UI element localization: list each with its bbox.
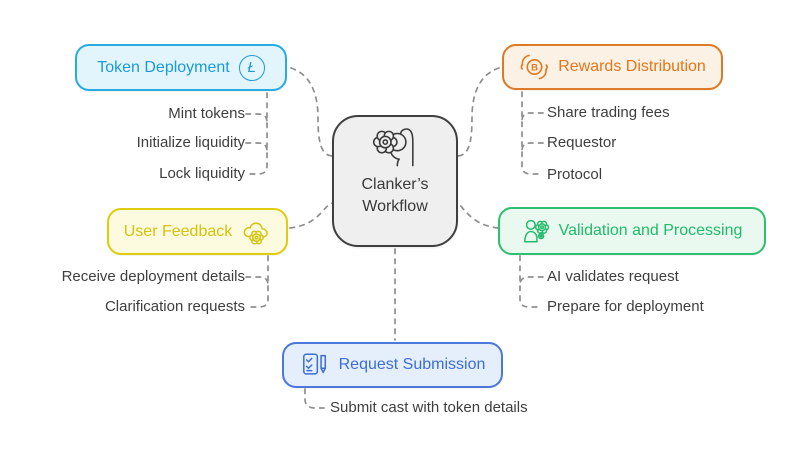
connector-rewards-to-center — [456, 67, 500, 157]
item-initialize-liquidity: Initialize liquidity — [136, 134, 245, 151]
connector-feedback-trunk — [250, 255, 269, 308]
node-token-deployment: Token Deployment Ł — [75, 44, 287, 91]
connector-validation-branch-1 — [519, 276, 544, 286]
center-title: Clanker’s Workflow — [362, 174, 429, 218]
node-label: User Feedback — [123, 222, 233, 240]
item-requestor: Requestor — [547, 134, 617, 151]
hand-holding-gear-icon — [372, 128, 414, 167]
item-mint-tokens: Mint tokens — [168, 105, 245, 122]
center-title-line1: Clanker’s — [361, 176, 429, 193]
connector-validation-trunk — [519, 255, 539, 308]
item-protocol: Protocol — [547, 166, 603, 183]
node-label: Rewards Distribution — [558, 58, 706, 75]
connector-token-branch-1 — [245, 113, 268, 123]
node-label: Token Deployment — [97, 58, 230, 76]
connector-rewards-branch-1 — [521, 112, 544, 122]
cloud-gear-icon — [243, 221, 269, 245]
connector-rewards-branch-2 — [521, 142, 544, 152]
node-label: Request Submission — [338, 356, 486, 373]
litecoin-icon: Ł — [238, 54, 265, 81]
item-receive-deployment-details: Receive deployment details — [61, 268, 245, 285]
center-node-clankers-workflow: Clanker’s Workflow — [332, 115, 458, 247]
item-submit-cast-with-token-details: Submit cast with token details — [330, 399, 528, 416]
item-lock-liquidity: Lock liquidity — [159, 165, 245, 182]
item-share-trading-fees: Share trading fees — [547, 104, 670, 121]
connector-feedback-to-center — [289, 202, 334, 229]
connector-validation-to-center — [456, 202, 499, 229]
node-user-feedback: User Feedback — [107, 208, 288, 255]
connector-token-branch-2 — [245, 142, 268, 152]
connector-token-to-center — [290, 67, 334, 157]
item-prepare-for-deployment: Prepare for deployment — [547, 298, 704, 315]
coin-in-hands-icon: B — [520, 54, 549, 80]
connector-token-trunk — [249, 92, 268, 175]
item-clarification-requests: Clarification requests — [104, 298, 245, 315]
node-validation-and-processing: Validation and Processing — [498, 207, 766, 255]
connector-request-branch — [304, 388, 325, 409]
node-request-submission: Request Submission — [282, 342, 503, 388]
node-label: Validation and Processing — [558, 222, 743, 239]
connector-rewards-trunk — [521, 91, 541, 175]
node-rewards-distribution: B Rewards Distribution — [502, 44, 723, 90]
center-title-line2: Workflow — [362, 198, 428, 215]
connector-feedback-branch-1 — [245, 276, 269, 286]
person-gear-icon — [523, 219, 549, 243]
item-ai-validates-request: AI validates request — [547, 268, 679, 285]
svg-text:B: B — [531, 62, 538, 73]
checklist-pen-icon — [302, 353, 326, 375]
